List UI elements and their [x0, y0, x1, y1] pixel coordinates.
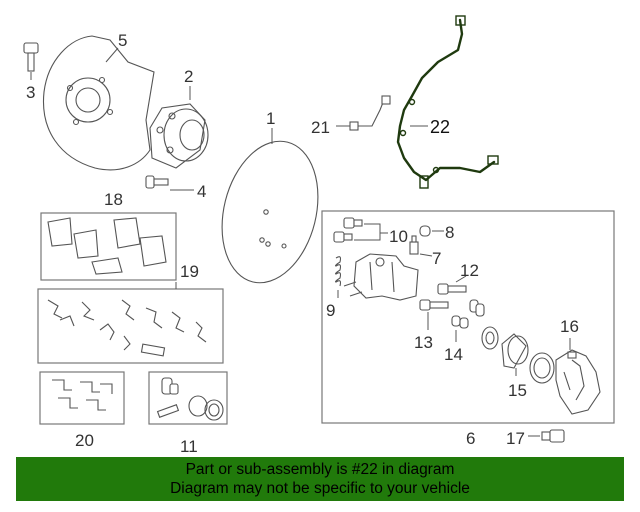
part-11-caliper-seal-kit[interactable] — [148, 371, 228, 425]
part-3-bolt[interactable] — [23, 42, 39, 72]
guide-boots — [469, 299, 499, 350]
caliper-body — [343, 253, 419, 301]
callout-5: 5 — [118, 31, 127, 50]
callout-22: 22 — [430, 117, 450, 137]
callout-1: 1 — [266, 109, 275, 128]
parts-diagram: 3 5 2 4 1 — [23, 15, 615, 455]
callout-19: 19 — [180, 262, 199, 281]
callout-15: 15 — [508, 381, 527, 400]
part-7-bleeder-screw[interactable] — [409, 235, 419, 255]
part-13-guide-pin[interactable] — [419, 299, 449, 311]
part-4-hub-bolt[interactable] — [145, 175, 169, 189]
callout-7: 7 — [432, 249, 441, 268]
part-1-brake-rotor[interactable] — [208, 131, 332, 293]
callout-18: 18 — [104, 190, 123, 209]
part-14-guide-boot[interactable] — [451, 315, 469, 329]
part-10-caliper-bolt[interactable] — [333, 217, 363, 243]
callout-3: 3 — [26, 83, 35, 102]
callout-9: 9 — [326, 301, 335, 320]
callout-14: 14 — [444, 345, 463, 364]
callout-21: 21 — [311, 118, 330, 137]
callout-10: 10 — [389, 227, 408, 246]
part-12-guide-pin[interactable] — [437, 283, 467, 295]
part-21-brake-hose[interactable] — [349, 95, 391, 131]
info-banner: Part or sub-assembly is #22 in diagram D… — [16, 457, 624, 501]
part-22-abs-wheel-speed-sensor[interactable] — [396, 15, 499, 189]
part-16-caliper-housing[interactable] — [555, 349, 601, 415]
banner-line-2: Diagram may not be specific to your vehi… — [170, 480, 470, 497]
part-2-hub-assembly[interactable] — [149, 103, 209, 169]
part-17-bolt[interactable] — [541, 429, 565, 443]
callout-4: 4 — [197, 182, 206, 201]
callout-2: 2 — [184, 67, 193, 86]
part-5-dust-shield[interactable] — [42, 35, 155, 171]
callout-12: 12 — [460, 261, 479, 280]
part-20-caliper-hardware[interactable] — [39, 371, 125, 425]
part-18-brake-pad-set[interactable] — [40, 212, 177, 281]
callout-16: 16 — [560, 317, 579, 336]
piston-seal — [529, 352, 555, 384]
part-6-brake-caliper-assembly[interactable] — [321, 210, 615, 424]
callout-20: 20 — [75, 431, 94, 450]
callout-8: 8 — [445, 223, 454, 242]
callout-6: 6 — [466, 429, 475, 448]
banner-line-1: Part or sub-assembly is #22 in diagram — [185, 461, 455, 478]
part-9-spring[interactable] — [334, 256, 342, 287]
callout-17: 17 — [506, 429, 525, 448]
part-15-caliper-piston[interactable] — [501, 333, 529, 369]
callout-11: 11 — [180, 437, 198, 455]
part-8-bleeder-cap[interactable] — [419, 225, 431, 237]
part-19-hardware-kit[interactable] — [37, 288, 224, 364]
callout-13: 13 — [414, 333, 433, 352]
